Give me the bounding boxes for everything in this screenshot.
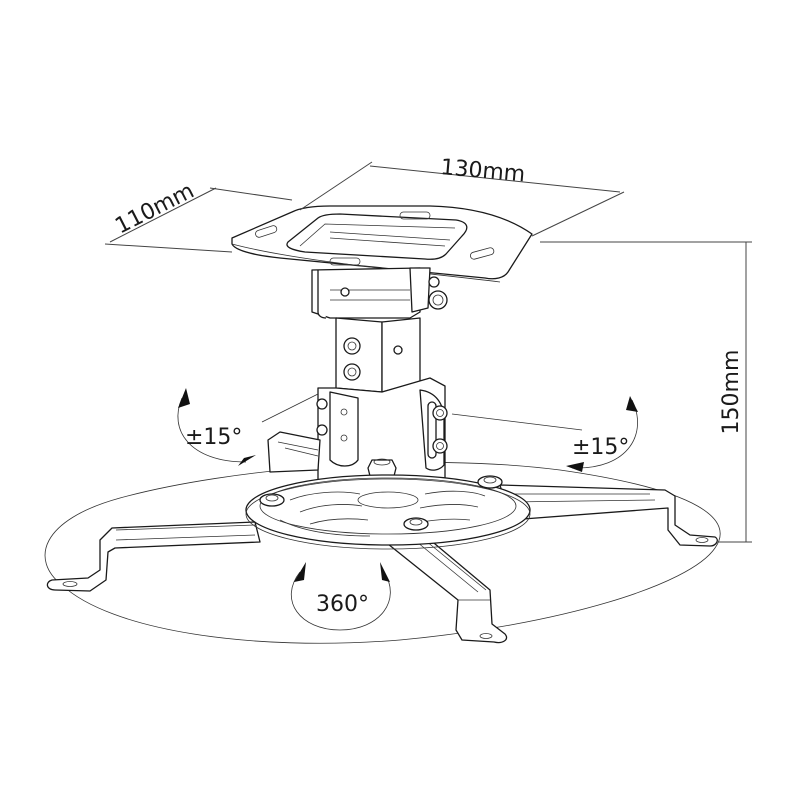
arrow-up-icon [178, 388, 190, 408]
rotation-envelope-ellipse [44, 462, 721, 644]
dimension-label-110mm: 110mm [111, 179, 198, 240]
rotation-disc [245, 474, 531, 550]
column-block [335, 317, 421, 393]
arm-front-left [46, 521, 261, 592]
upper-bracket [311, 267, 448, 319]
arrow-right-icon [238, 455, 256, 466]
arrow-up-icon [380, 562, 390, 582]
dimension-label-130mm: 130mm [439, 155, 526, 187]
arm-back-left [267, 431, 321, 473]
arm-back-right [499, 484, 718, 547]
tilt-right-callout: ±15° [451, 396, 638, 472]
rotation-callout: 360° [290, 562, 391, 631]
dimension-label-150mm: 150mm [719, 350, 744, 435]
tilt-right-label: ±15° [572, 435, 629, 460]
arrow-up-icon [626, 396, 638, 412]
tilt-left-callout: ±15° [177, 388, 319, 466]
arrow-left-icon [566, 462, 584, 472]
tilt-left-label: ±15° [185, 425, 242, 450]
arrow-up-icon [294, 562, 306, 582]
dimension-150mm: 150mm [540, 241, 752, 543]
ceiling-plate [231, 205, 533, 283]
rotation-label: 360° [316, 592, 369, 617]
tilt-bracket [316, 377, 448, 494]
